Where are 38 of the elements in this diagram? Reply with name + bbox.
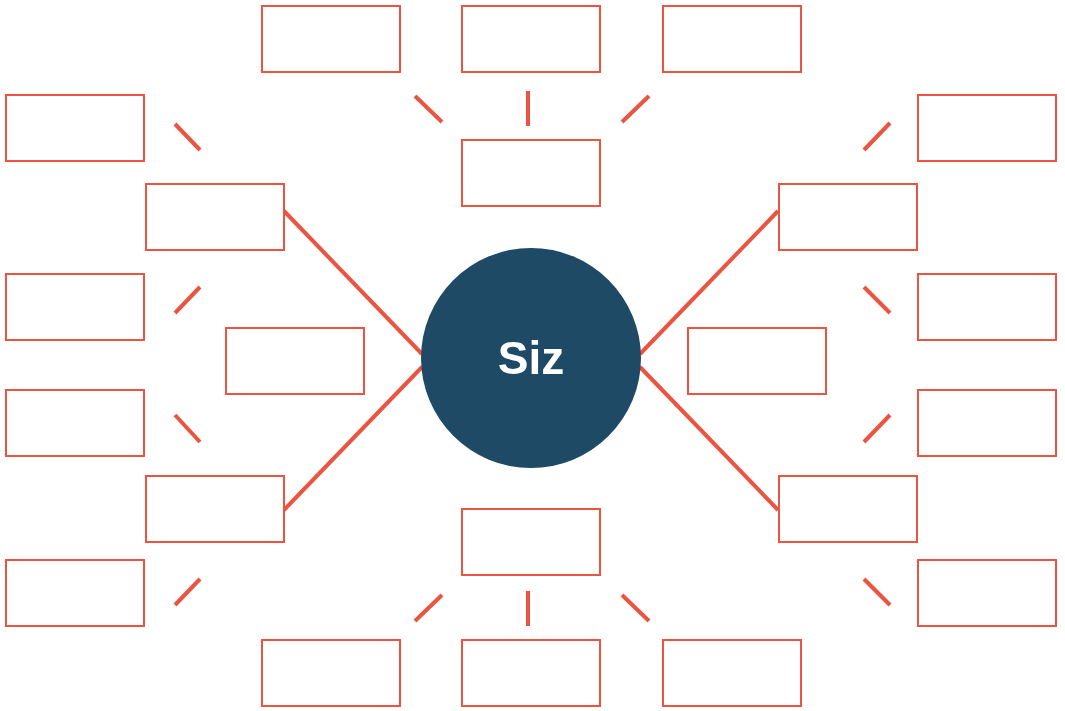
empty-box [461, 508, 601, 576]
connector-line [413, 593, 444, 623]
empty-box [687, 327, 827, 395]
empty-box [461, 639, 601, 707]
empty-box [778, 183, 918, 251]
empty-box [145, 183, 285, 251]
empty-box [778, 475, 918, 543]
empty-box [461, 5, 601, 73]
empty-box [461, 139, 601, 207]
connector-line [638, 365, 780, 512]
empty-box [5, 559, 145, 627]
center-label: Siz [497, 331, 565, 385]
empty-box [917, 94, 1057, 162]
connector-line [862, 121, 892, 152]
empty-box [662, 639, 802, 707]
connector-line [526, 91, 530, 126]
connector-line [173, 122, 202, 152]
connector-line [862, 577, 892, 607]
empty-box [5, 273, 145, 341]
connector-line [413, 94, 444, 124]
empty-box [5, 389, 145, 457]
connector-line [173, 285, 202, 315]
connector-line [173, 577, 202, 607]
connector-line [620, 94, 651, 124]
empty-box [261, 639, 401, 707]
connector-line [173, 413, 202, 444]
empty-box [261, 5, 401, 73]
connector-line [862, 413, 892, 444]
empty-box [662, 5, 802, 73]
empty-box [917, 389, 1057, 457]
empty-box [225, 327, 365, 395]
empty-box [145, 475, 285, 543]
connector-line [526, 591, 530, 626]
empty-box [5, 94, 145, 162]
connector-line [620, 593, 651, 623]
empty-box [917, 559, 1057, 627]
empty-box [917, 273, 1057, 341]
connector-line [862, 285, 892, 315]
